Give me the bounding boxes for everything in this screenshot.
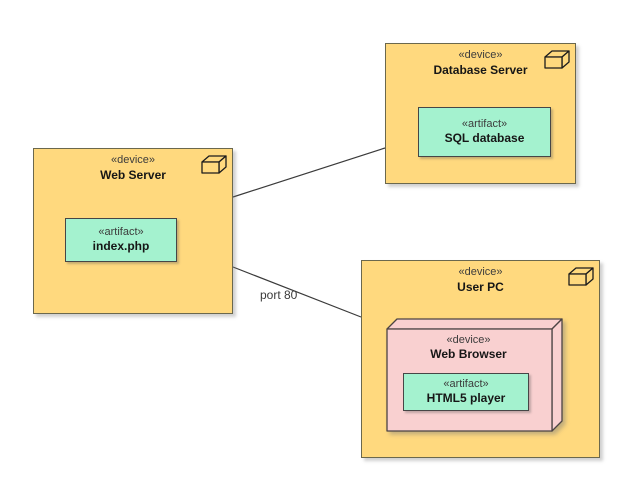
database-server-name: Database Server <box>433 62 528 77</box>
database-server-header: «device» Database Server <box>386 44 575 78</box>
edge-webserver-databaseserver[interactable] <box>232 147 386 198</box>
artifact-node-html5-player[interactable]: «artifact» HTML5 player <box>403 373 529 411</box>
artifact-node-sql-database[interactable]: «artifact» SQL database <box>418 107 551 157</box>
database-server-stereotype: «device» <box>458 49 503 61</box>
index-php-stereotype: «artifact» <box>98 225 144 238</box>
edge-label-port-80[interactable]: port 80 <box>260 288 298 302</box>
html5-player-name: HTML5 player <box>426 391 506 406</box>
device-node-web-server[interactable]: «device» Web Server «artifact» index.php <box>33 148 233 314</box>
index-php-name: index.php <box>92 239 150 254</box>
web-server-header: «device» Web Server <box>34 149 232 183</box>
device-node-database-server[interactable]: «device» Database Server «artifact» SQL … <box>385 43 576 184</box>
sql-database-stereotype: «artifact» <box>461 117 508 130</box>
user-pc-name: User PC <box>457 279 504 294</box>
node-cube-icon <box>544 50 570 69</box>
node-cube-icon <box>568 267 594 286</box>
node-cube-icon <box>201 155 227 174</box>
web-browser-name: Web Browser <box>430 347 507 362</box>
user-pc-header: «device» User PC <box>362 261 599 295</box>
web-server-name: Web Server <box>100 167 166 182</box>
web-browser-stereotype: «device» <box>446 334 491 346</box>
artifact-node-index-php[interactable]: «artifact» index.php <box>65 218 177 262</box>
web-server-stereotype: «device» <box>110 154 156 166</box>
web-browser-header: «device» Web Browser <box>386 333 551 363</box>
html5-player-stereotype: «artifact» <box>443 377 489 390</box>
edge-webserver-userpc[interactable] <box>232 266 362 318</box>
user-pc-stereotype: «device» <box>458 266 503 278</box>
device-node-user-pc[interactable]: «device» User PC «device» Web Browser «a… <box>361 260 600 458</box>
sql-database-name: SQL database <box>444 131 525 146</box>
